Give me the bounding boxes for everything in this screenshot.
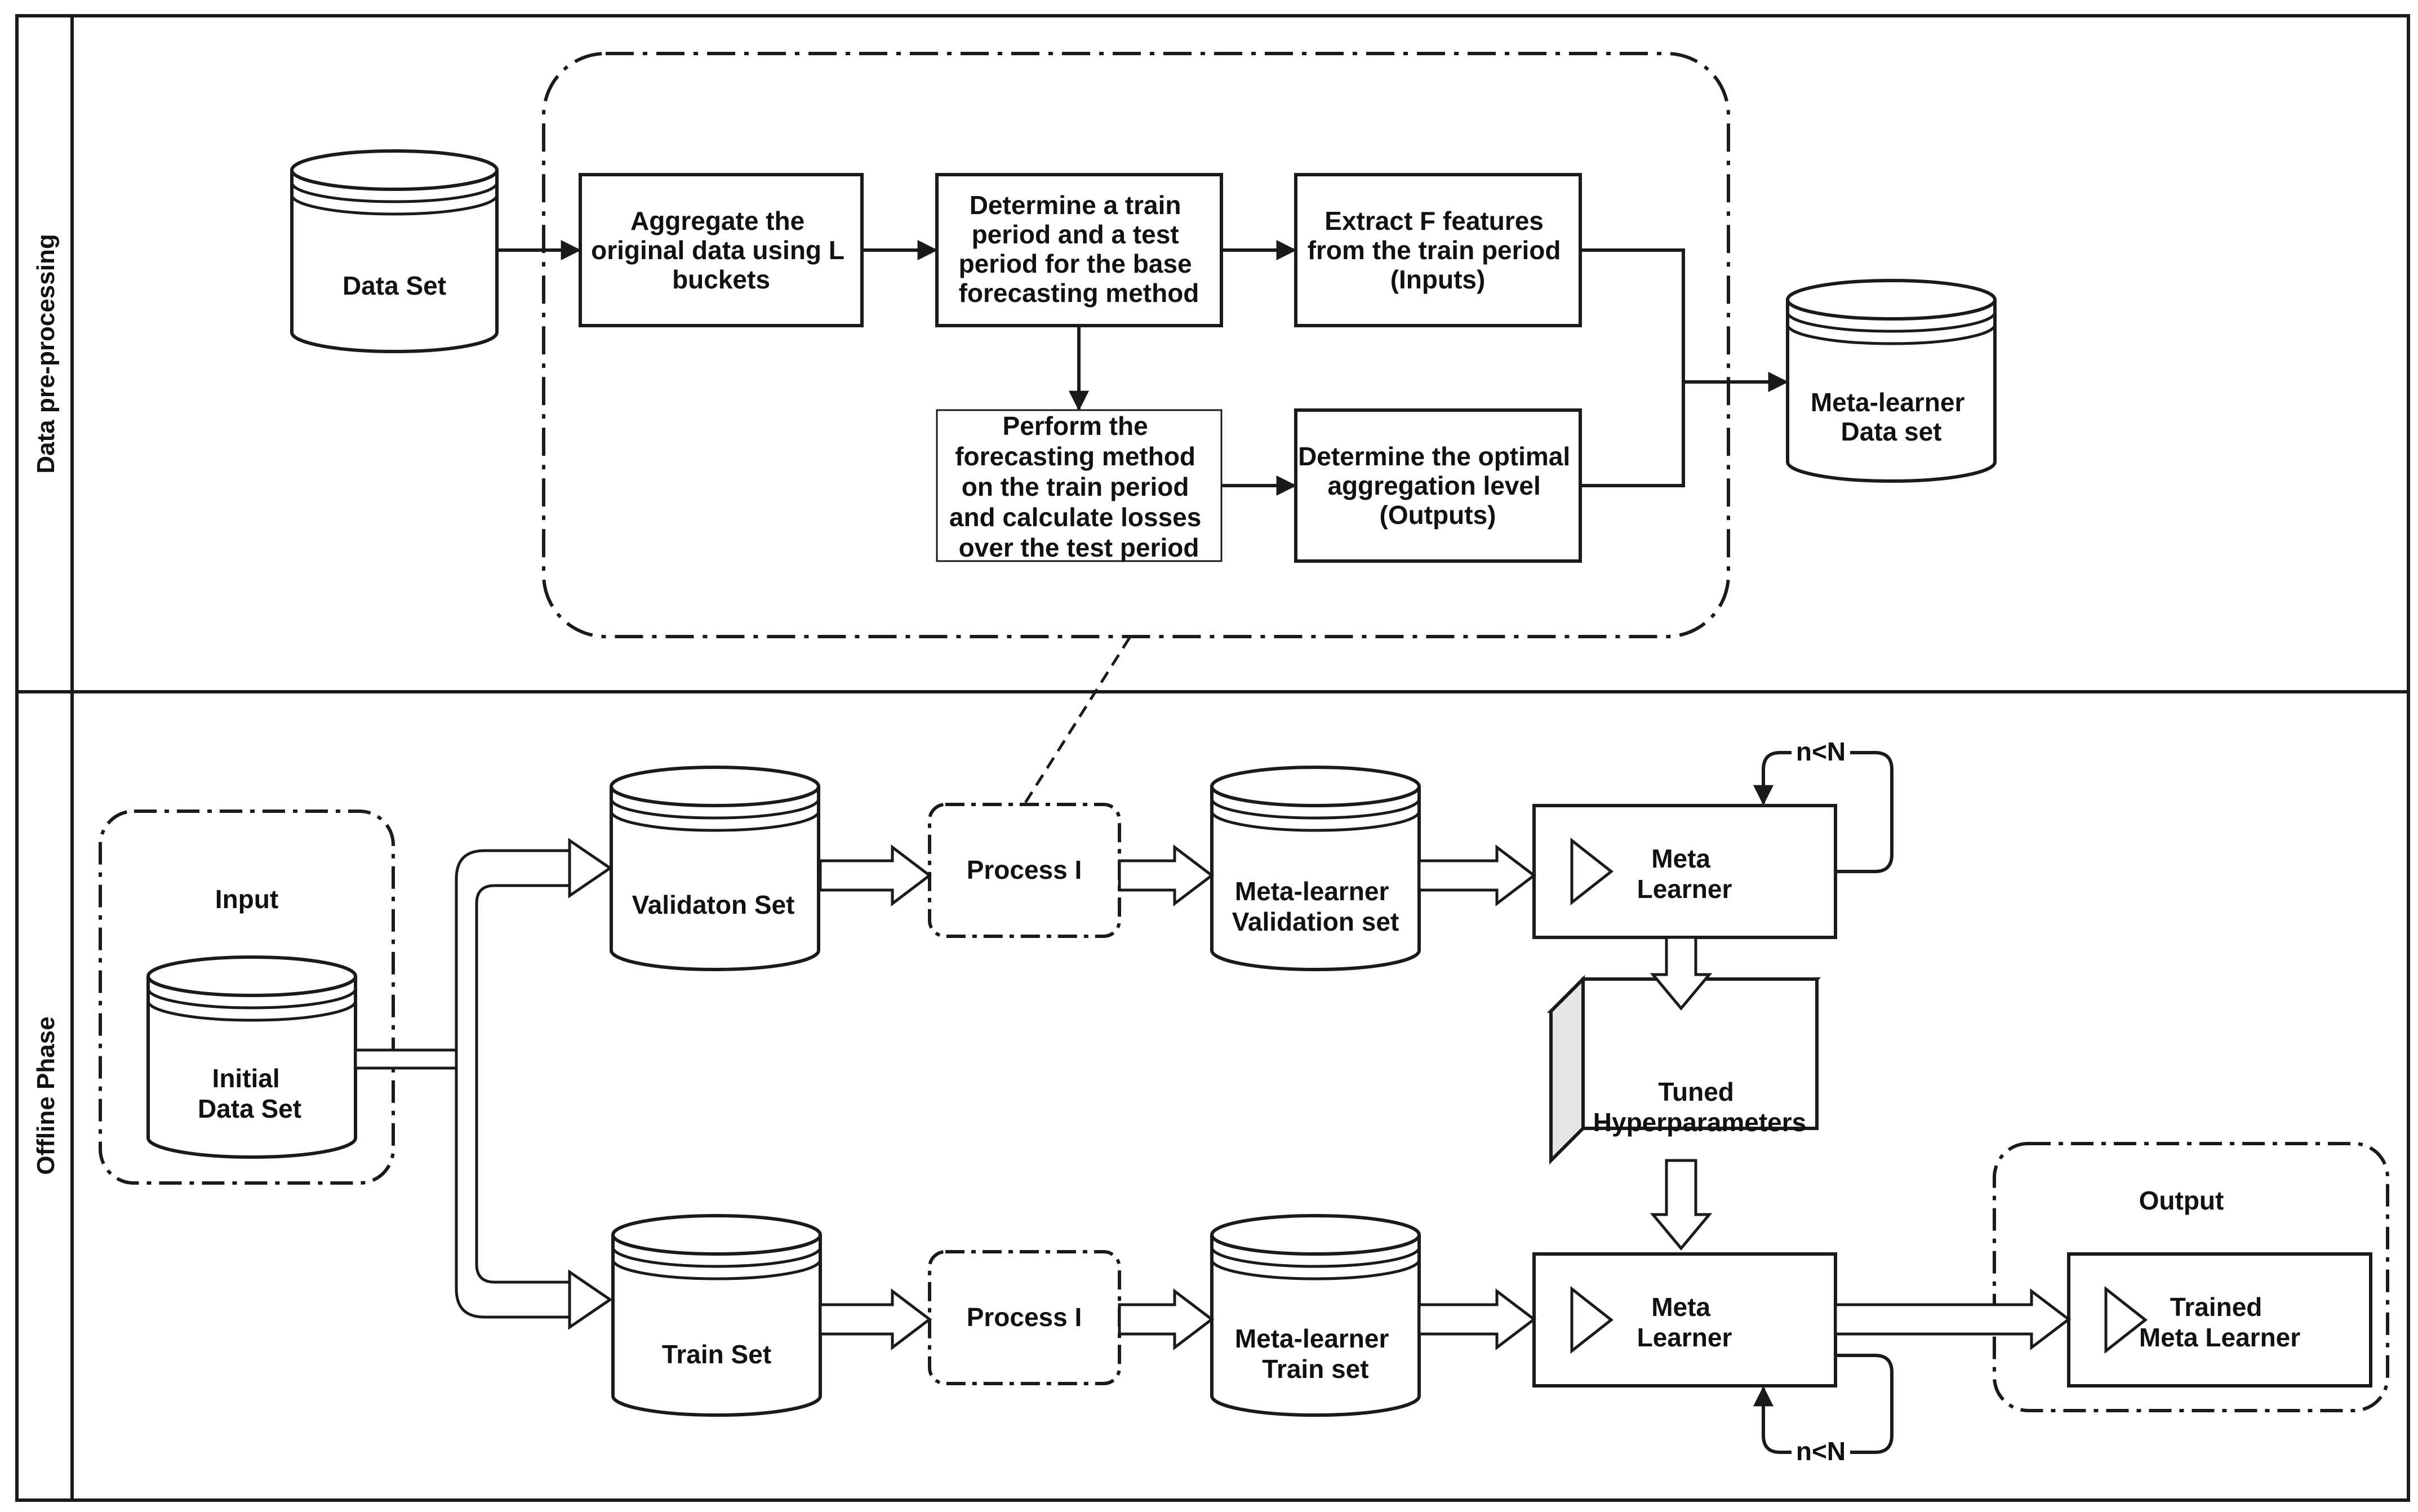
hollow-arrow-process-to-mlvalidation — [1118, 844, 1215, 907]
tuned-hyperparameters-label: Tuned Hyperparameters — [1593, 1077, 1806, 1137]
meta-learner-dataset-cylinder — [1786, 279, 1997, 483]
hollow-arrow-train-to-process — [819, 1288, 932, 1351]
play-icon — [2104, 1286, 2148, 1354]
connector-extract-merge — [1580, 248, 1685, 487]
split-connector — [354, 849, 570, 1319]
process-i-validation-label: Process I — [967, 855, 1082, 884]
data-set-cylinder — [290, 149, 499, 353]
process-detail-link — [1023, 637, 1131, 806]
output-group-boundary — [1993, 1142, 2389, 1412]
loop-bottom-label: n<N — [1796, 1437, 1846, 1466]
process-i-train-label: Process I — [967, 1302, 1082, 1332]
ml-validation-label: Meta-learner Validation set — [1232, 877, 1399, 936]
input-group-label: Input — [215, 884, 278, 914]
play-icon — [1570, 1286, 1614, 1354]
loop-bottom — [1753, 1354, 1893, 1454]
loop-top-label-bg — [1792, 738, 1850, 766]
optimal-aggregation-label: Determine the optimal aggregation level … — [1298, 442, 1577, 530]
hollow-arrow-head-train — [568, 1269, 613, 1330]
meta-learner-top-label: Meta Learner — [1637, 844, 1732, 904]
hollow-arrow-meta-to-output — [1834, 1288, 2072, 1351]
play-icon — [1570, 837, 1614, 906]
loop-bottom-label-bg — [1792, 1438, 1850, 1466]
process-group-boundary — [542, 52, 1730, 638]
top-connectors — [497, 240, 1789, 496]
hollow-arrow-process-to-mltrain — [1118, 1288, 1215, 1351]
hollow-arrow-validation-to-process — [819, 844, 932, 907]
perform-forecasting-label: Perform the forecasting method on the tr… — [949, 411, 1208, 562]
initial-dataset-cylinder — [146, 955, 357, 1159]
data-set-label: Data Set — [343, 271, 446, 300]
input-group-boundary — [99, 810, 395, 1185]
train-set-label: Train Set — [662, 1340, 771, 1369]
ml-validation-cylinder — [1210, 766, 1421, 971]
lane-label-offline: Offline Phase — [32, 1016, 60, 1175]
tuned-hyperparameters-box — [1546, 975, 1821, 1165]
ml-train-label: Meta-learner Train set — [1235, 1324, 1396, 1384]
validation-set-label: Validaton Set — [632, 890, 795, 919]
initial-dataset-label: Initial Data Set — [198, 1064, 301, 1123]
meta-learner-bottom-label: Meta Learner — [1637, 1292, 1732, 1352]
lane-label-preprocessing: Data pre-processing — [32, 234, 60, 473]
meta-learner-dataset-label: Meta-learner Data set — [1811, 388, 1972, 446]
hollow-arrow-mltrain-to-meta — [1417, 1288, 1537, 1351]
loop-top — [1753, 751, 1893, 873]
hollow-flow-arrows — [819, 844, 2072, 1351]
loop-top-label: n<N — [1796, 737, 1846, 766]
aggregate-label: Aggregate the original data using L buck… — [591, 206, 851, 294]
train-set-cylinder — [611, 1214, 822, 1417]
swimlane-frame — [15, 14, 2410, 1502]
hollow-arrow-meta-to-tuned — [1650, 936, 1713, 1011]
hollow-vertical-arrows — [1650, 936, 1713, 1251]
trained-meta-learner-label: Trained Meta Learner — [2139, 1292, 2300, 1352]
validation-set-cylinder — [610, 766, 820, 971]
hollow-arrow-tuned-to-meta — [1650, 1159, 1713, 1251]
hollow-arrow-head-validation — [568, 838, 613, 899]
loop-connectors — [1753, 751, 1893, 1454]
hollow-arrow-mlvalidation-to-meta — [1417, 844, 1537, 907]
determine-train-period-label: Determine a train period and a test peri… — [959, 190, 1199, 308]
output-group-label: Output — [2139, 1186, 2224, 1215]
extract-features-label: Extract F features from the train period… — [1308, 206, 1568, 294]
ml-train-cylinder — [1210, 1214, 1421, 1417]
